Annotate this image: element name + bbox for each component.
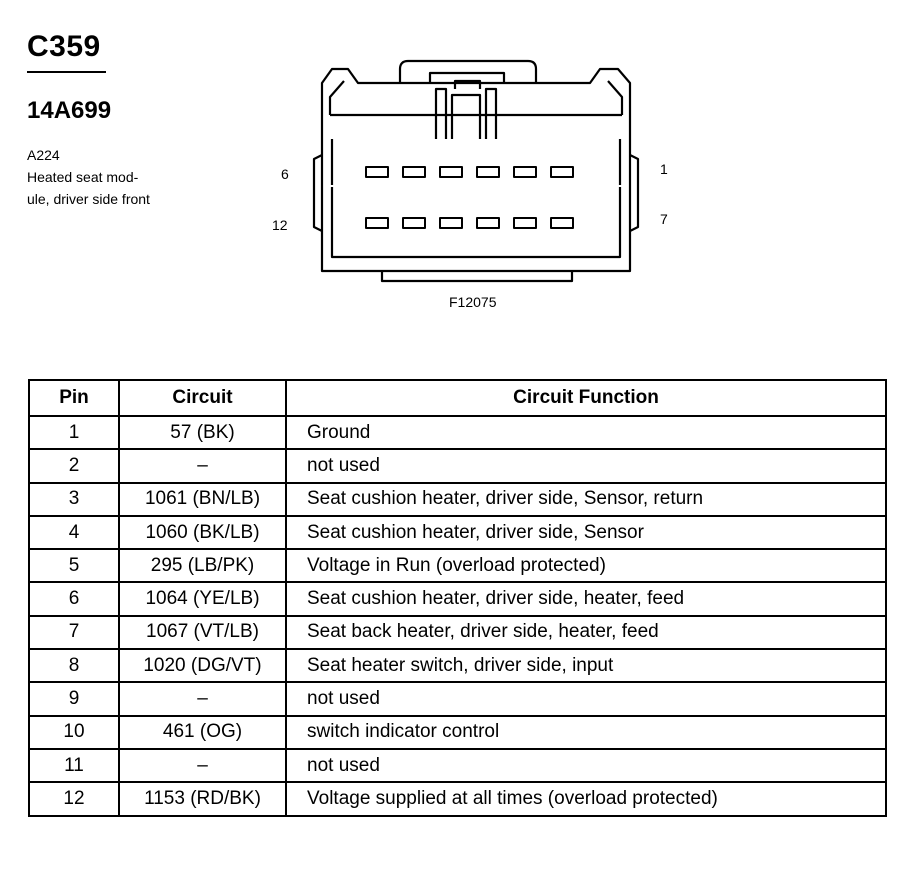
circuit-cell: – <box>118 747 287 784</box>
pin-cell: 3 <box>28 481 120 517</box>
connector-id: C359 <box>27 30 101 63</box>
pin-cell: 12 <box>28 781 120 817</box>
table-row: 2–not used <box>28 448 887 484</box>
pin-label-7: 7 <box>660 211 668 227</box>
function-cell: not used <box>285 747 887 784</box>
pin-cell: 5 <box>28 548 120 584</box>
connector-latch <box>398 59 538 83</box>
figure-code: F12075 <box>449 294 497 310</box>
connector-inner-cavity <box>330 139 622 255</box>
connector-bottom-key <box>380 271 574 283</box>
table-row: 9–not used <box>28 681 887 717</box>
pin-cavity <box>402 217 426 229</box>
component-code: A224 <box>27 147 60 163</box>
pin-cavity <box>365 166 389 178</box>
connector-side-tab-left <box>312 154 323 232</box>
pin-cell: 9 <box>28 681 120 717</box>
connector-inner-outline <box>328 80 345 115</box>
pin-cell: 7 <box>28 614 120 651</box>
connector-side-tab-right <box>629 154 640 232</box>
pin-row-top <box>365 166 574 178</box>
circuit-cell: – <box>118 448 287 484</box>
circuit-cell: 1060 (BK/LB) <box>118 514 287 551</box>
connector-housing <box>320 67 632 273</box>
pin-cavity <box>439 217 463 229</box>
function-cell: Seat cushion heater, driver side, Sensor <box>285 514 887 551</box>
pin-cavity <box>513 166 537 178</box>
function-cell: Seat back heater, driver side, heater, f… <box>285 614 887 651</box>
function-cell: Voltage in Run (overload protected) <box>285 548 887 584</box>
connector-id-underline <box>27 71 106 73</box>
circuit-cell: 57 (BK) <box>118 414 287 451</box>
pin-row-bottom <box>365 217 574 229</box>
pin-cavity <box>476 166 500 178</box>
pin-label-12: 12 <box>272 217 288 233</box>
circuit-cell: 1064 (YE/LB) <box>118 581 287 617</box>
pin-cavity <box>550 217 574 229</box>
function-cell: Ground <box>285 414 887 451</box>
function-cell: not used <box>285 448 887 484</box>
component-description-line2: ule, driver side front <box>27 191 150 207</box>
function-cell: Seat heater switch, driver side, input <box>285 648 887 684</box>
circuit-cell: 295 (LB/PK) <box>118 548 287 584</box>
pin-cell: 1 <box>28 414 120 451</box>
column-header-function: Circuit Function <box>285 379 887 417</box>
pin-label-1: 1 <box>660 161 668 177</box>
connector-face-drawing <box>312 55 640 283</box>
pin-cell: 11 <box>28 747 120 784</box>
function-cell: Seat cushion heater, driver side, heater… <box>285 581 887 617</box>
circuit-cell: 461 (OG) <box>118 714 287 750</box>
pin-cavity <box>476 217 500 229</box>
pin-cavity <box>550 166 574 178</box>
circuit-cell: 1067 (VT/LB) <box>118 614 287 651</box>
function-cell: switch indicator control <box>285 714 887 750</box>
function-cell: Voltage supplied at all times (overload … <box>285 781 887 817</box>
circuit-cell: 1153 (RD/BK) <box>118 781 287 817</box>
circuit-cell: 1061 (BN/LB) <box>118 481 287 517</box>
circuit-cell: – <box>118 681 287 717</box>
connector-outer-shell <box>314 55 635 270</box>
function-cell: Seat cushion heater, driver side, Sensor… <box>285 481 887 517</box>
pin-cavity <box>513 217 537 229</box>
function-cell: not used <box>285 681 887 717</box>
table-row: 11–not used <box>28 747 887 784</box>
pin-cell: 4 <box>28 514 120 551</box>
pin-label-6: 6 <box>281 166 289 182</box>
pin-cell: 10 <box>28 714 120 750</box>
column-header-pin: Pin <box>28 379 120 417</box>
component-description-line1: Heated seat mod- <box>27 169 139 185</box>
column-header-circuit: Circuit <box>118 379 287 417</box>
pin-cell: 8 <box>28 648 120 684</box>
pin-cavity <box>402 166 426 178</box>
circuit-cell: 1020 (DG/VT) <box>118 648 287 684</box>
pin-cavity <box>365 217 389 229</box>
pin-cell: 2 <box>28 448 120 484</box>
pin-cell: 6 <box>28 581 120 617</box>
table-header-row: Pin Circuit Circuit Function <box>28 379 887 417</box>
pin-cavity <box>439 166 463 178</box>
part-number: 14A699 <box>27 97 112 124</box>
